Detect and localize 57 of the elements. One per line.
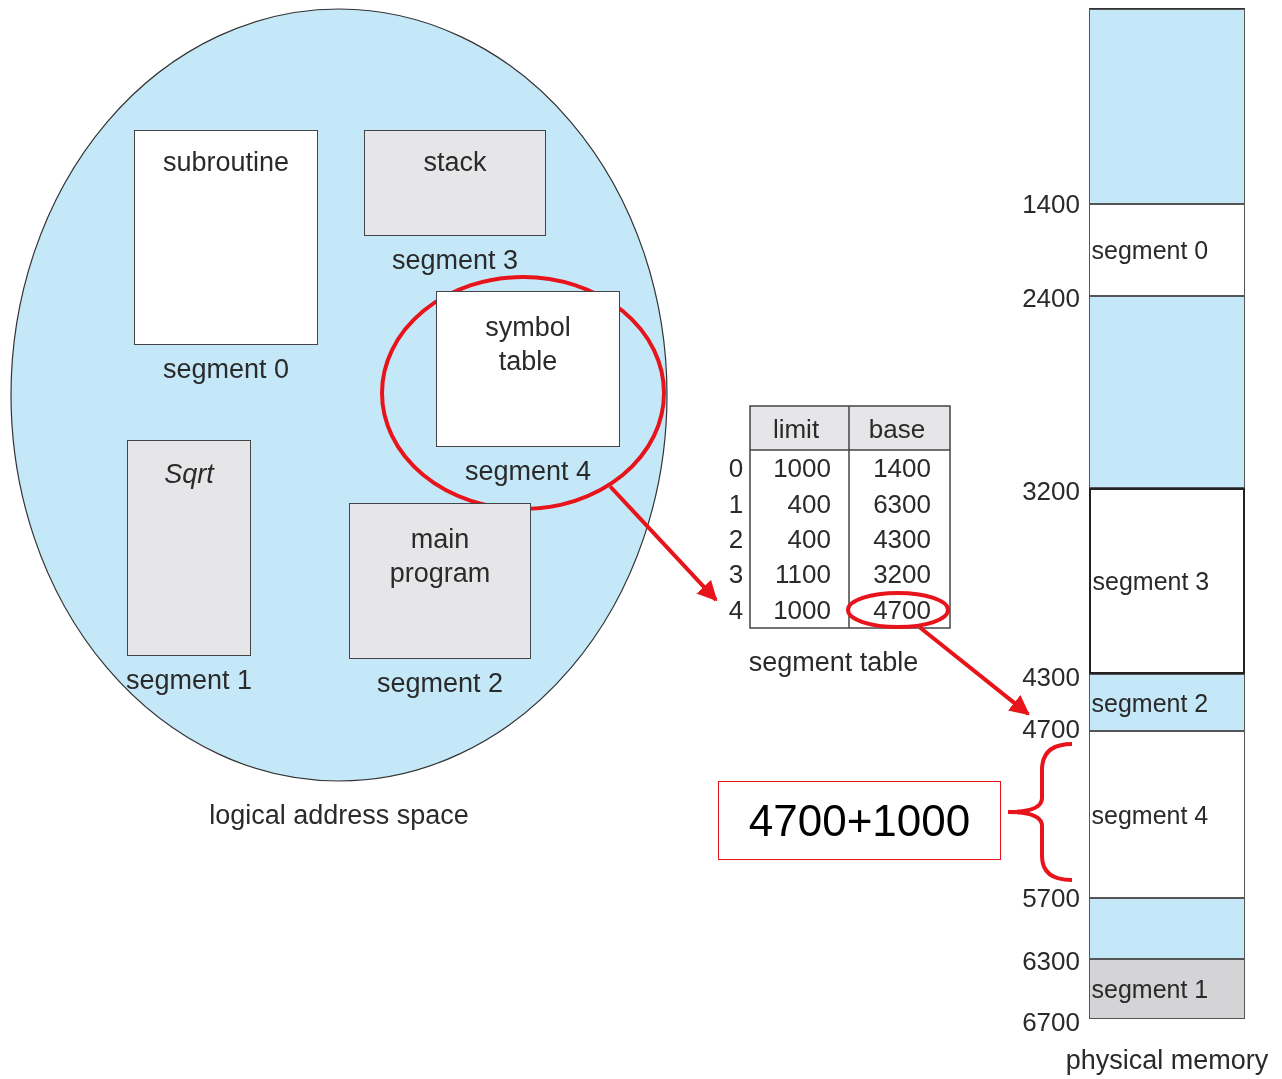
address-label: 6700 — [1022, 1007, 1080, 1037]
segment-name: subroutine — [161, 146, 291, 179]
table-cell: 4700 — [873, 595, 931, 625]
table-cell: 3200 — [873, 559, 931, 589]
table-cell: 6300 — [873, 489, 931, 519]
address-label: 3200 — [1022, 476, 1080, 506]
arrow — [608, 485, 718, 602]
segment-name: stack — [422, 146, 488, 179]
segment-label: segment 3 — [391, 244, 519, 277]
highlight-ellipse — [380, 275, 666, 511]
address-label: 4300 — [1022, 662, 1080, 692]
free-memory-block — [1088, 296, 1245, 488]
memory-block — [1088, 204, 1245, 296]
column-header: base — [868, 414, 926, 444]
segment-label: segment 1 — [125, 664, 253, 697]
memory-block — [1088, 488, 1245, 674]
address-label: 1400 — [1022, 189, 1080, 219]
table-cell: 1400 — [873, 453, 931, 483]
table-cell: 400 — [787, 524, 831, 554]
segment-label: segment 2 — [376, 667, 504, 700]
segment-name: segment 4 — [1091, 799, 1209, 831]
table-cell: 400 — [787, 489, 831, 519]
table-cell: 4300 — [873, 524, 931, 554]
address-label: 4700 — [1022, 714, 1080, 744]
memory-block — [1088, 959, 1245, 1019]
segment-name: segment 2 — [1091, 687, 1209, 719]
table-cell: 4 — [728, 595, 744, 625]
free-memory-block — [1088, 9, 1245, 204]
sum-text: 4700+1000 — [748, 795, 971, 846]
table-cell: 3 — [728, 559, 744, 589]
segment-label: segment 0 — [162, 353, 290, 386]
caption-text: segment table — [748, 646, 919, 679]
segment-name: segment 3 — [1092, 566, 1210, 597]
address-label: 6300 — [1022, 946, 1080, 976]
segment-label: segment 4 — [464, 455, 592, 488]
caption-text: physical memory — [1065, 1044, 1269, 1077]
caption-text: logical address space — [209, 799, 469, 832]
sum-box — [718, 781, 1001, 860]
address-label: 2400 — [1022, 283, 1080, 313]
memory-block — [1088, 731, 1245, 898]
memory-block — [1088, 674, 1245, 731]
table-cell: 0 — [728, 453, 744, 483]
arrow — [918, 625, 1030, 716]
segment-name: Sqrt — [163, 458, 216, 491]
table-cell: 1000 — [773, 453, 831, 483]
segment-name: segment 0 — [1091, 235, 1209, 266]
table-cell: 1000 — [773, 595, 831, 625]
segment-name: symbol table — [484, 311, 572, 378]
free-memory-block — [1088, 898, 1245, 959]
segment-name: main program — [388, 523, 492, 590]
table-cell: 1 — [728, 489, 744, 519]
column-header: limit — [772, 414, 820, 444]
highlight-ellipse — [846, 591, 950, 629]
segment-name: segment 1 — [1091, 974, 1209, 1005]
table-cell: 1100 — [775, 559, 831, 589]
table-cell: 2 — [728, 524, 744, 554]
address-label: 5700 — [1022, 883, 1080, 913]
